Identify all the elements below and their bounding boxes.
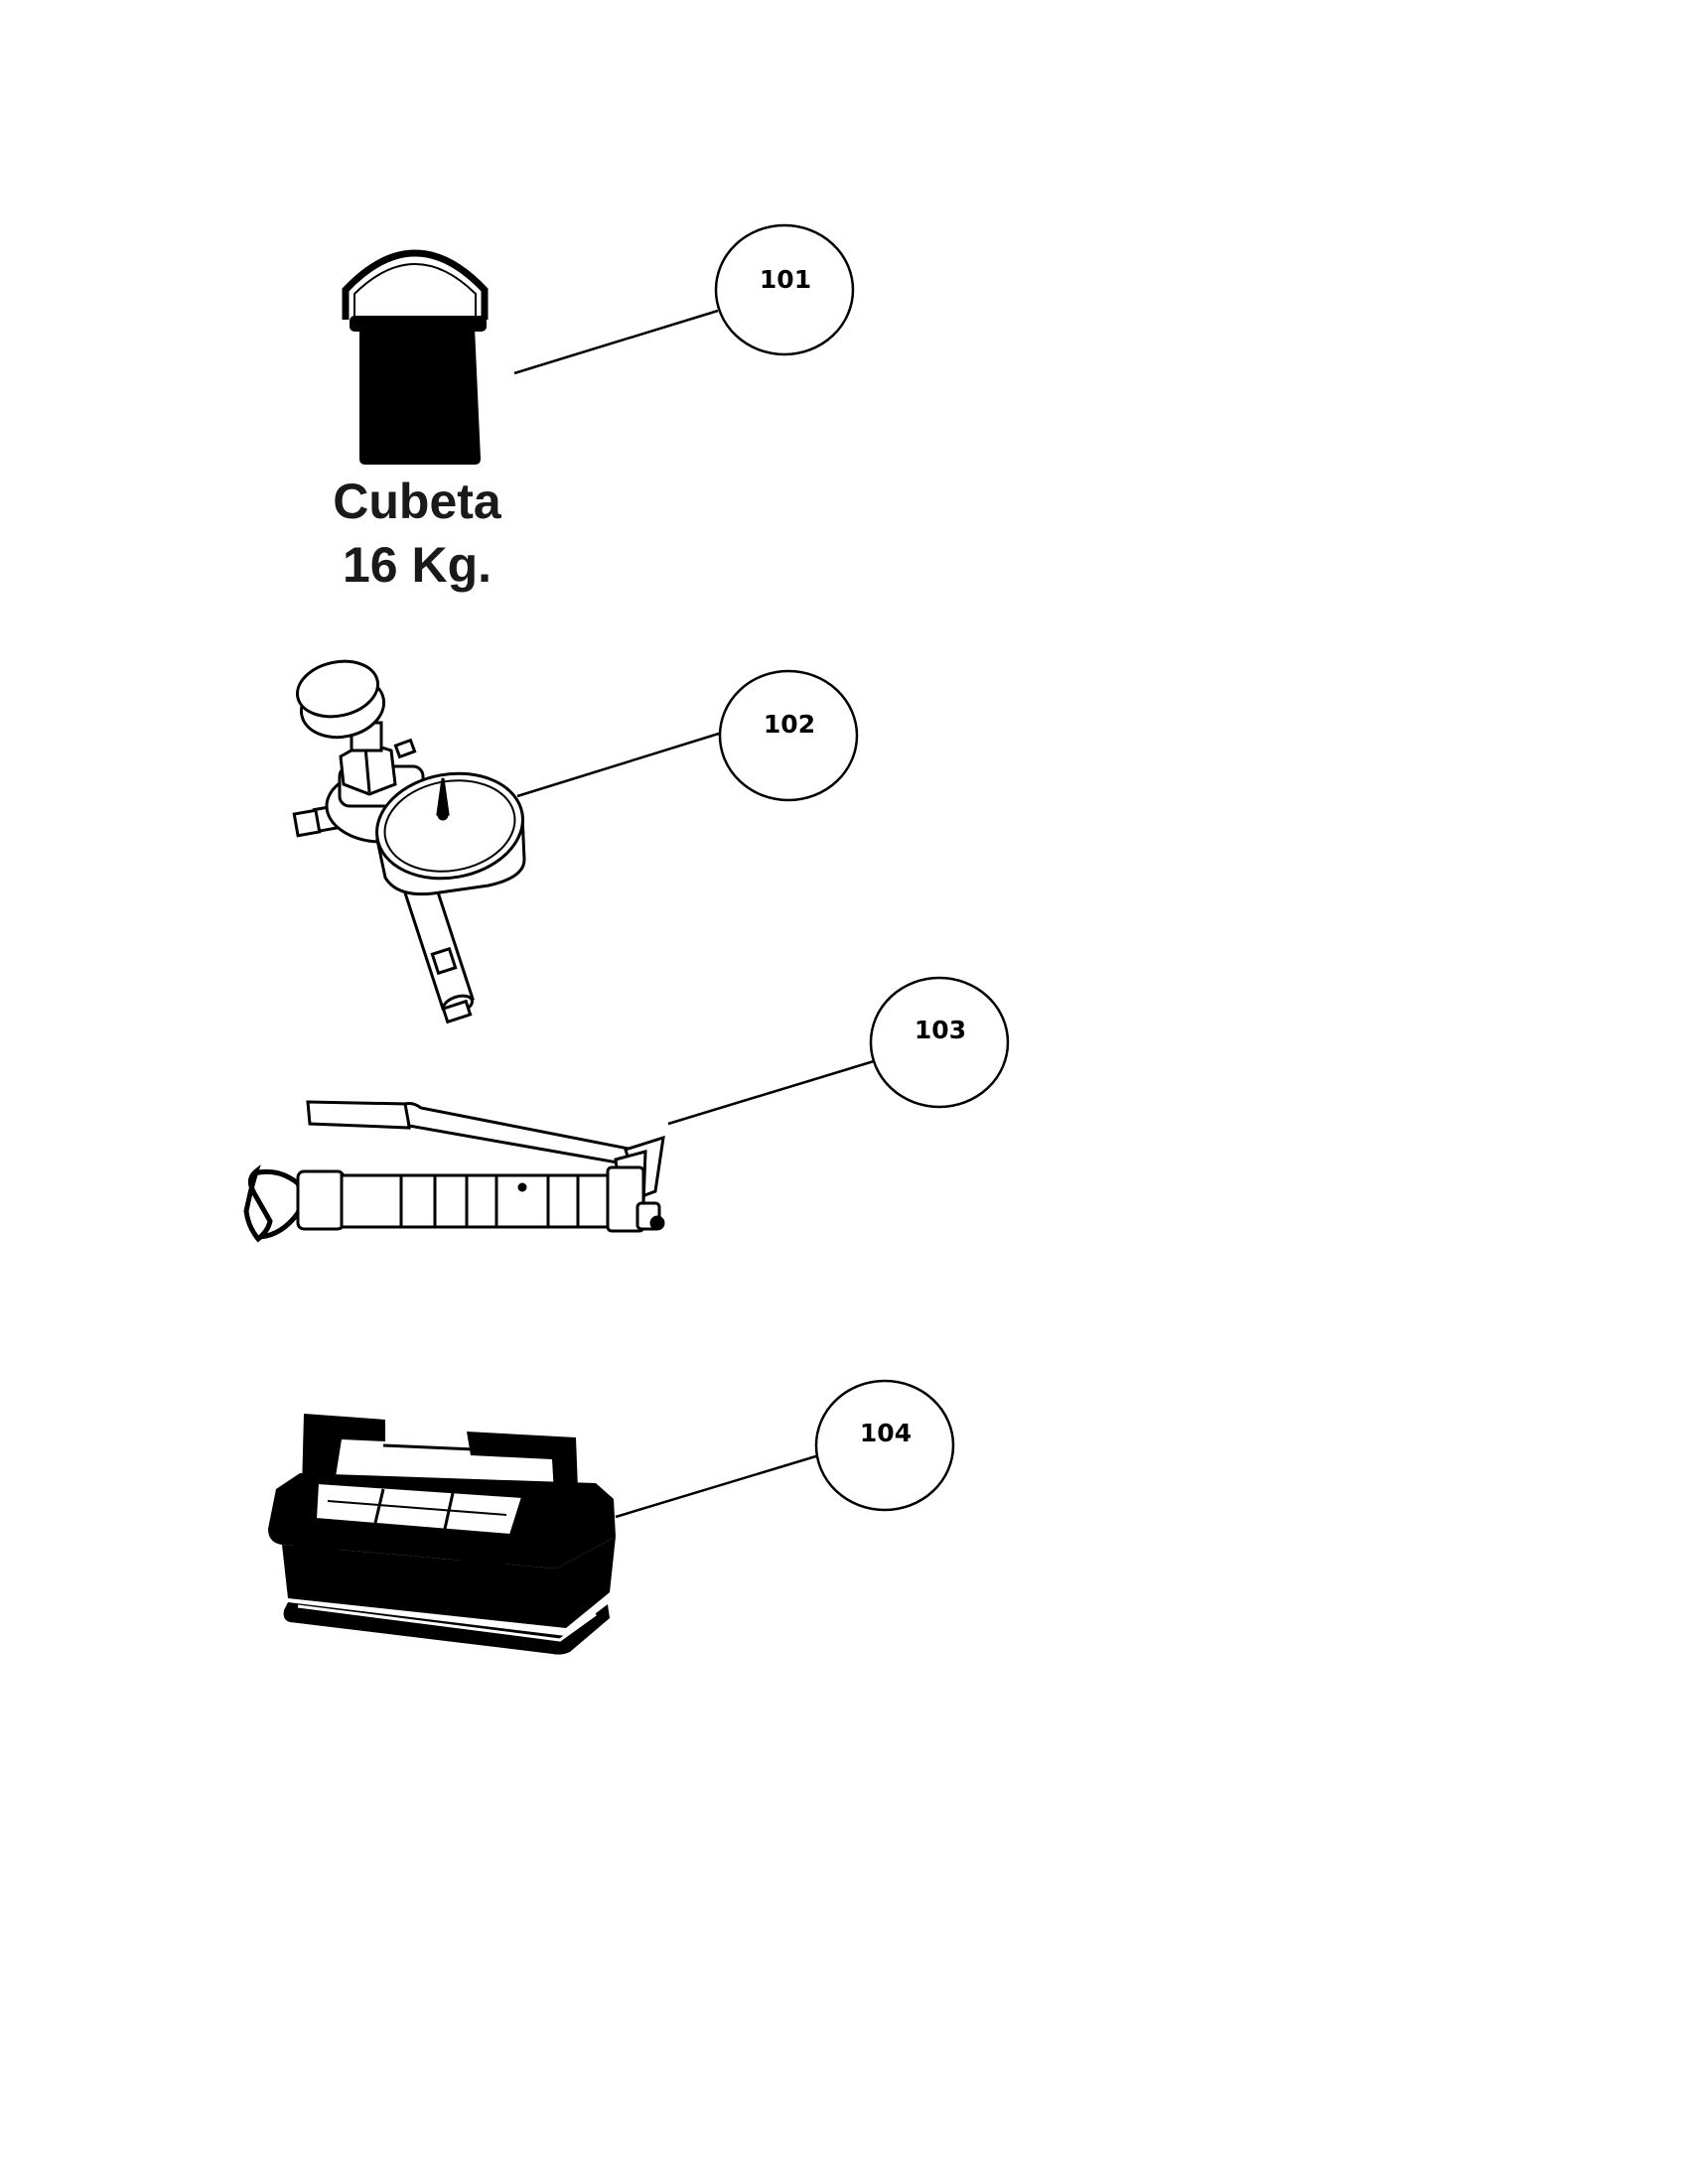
item-101: Cubeta 16 Kg. 101: [333, 223, 855, 593]
pressure-gauge-icon: [292, 659, 526, 1024]
callout-circle-104: [814, 1379, 955, 1512]
bucket-icon: [342, 249, 489, 465]
bucket-caption-line1: Cubeta: [333, 474, 502, 529]
toolbox-icon: [268, 1414, 616, 1655]
item-103: 103: [243, 976, 1010, 1243]
callout-circle-103: [869, 976, 1010, 1109]
callout-label-104: 104: [860, 1419, 912, 1447]
leader-line-101: [513, 309, 719, 375]
item-104: 104: [268, 1379, 955, 1655]
grease-gun-icon: [243, 1100, 665, 1243]
callout-circle-101: [714, 223, 855, 356]
callout-label-103: 103: [914, 1016, 966, 1044]
item-102: 102: [292, 659, 859, 1024]
callout-label-102: 102: [764, 710, 815, 739]
leader-line-102: [516, 731, 723, 798]
bucket-caption-line2: 16 Kg.: [343, 537, 492, 593]
leader-line-103: [667, 1059, 875, 1126]
callout-circle-102: [718, 669, 859, 802]
callout-label-101: 101: [760, 265, 811, 294]
leader-line-104: [615, 1453, 820, 1519]
